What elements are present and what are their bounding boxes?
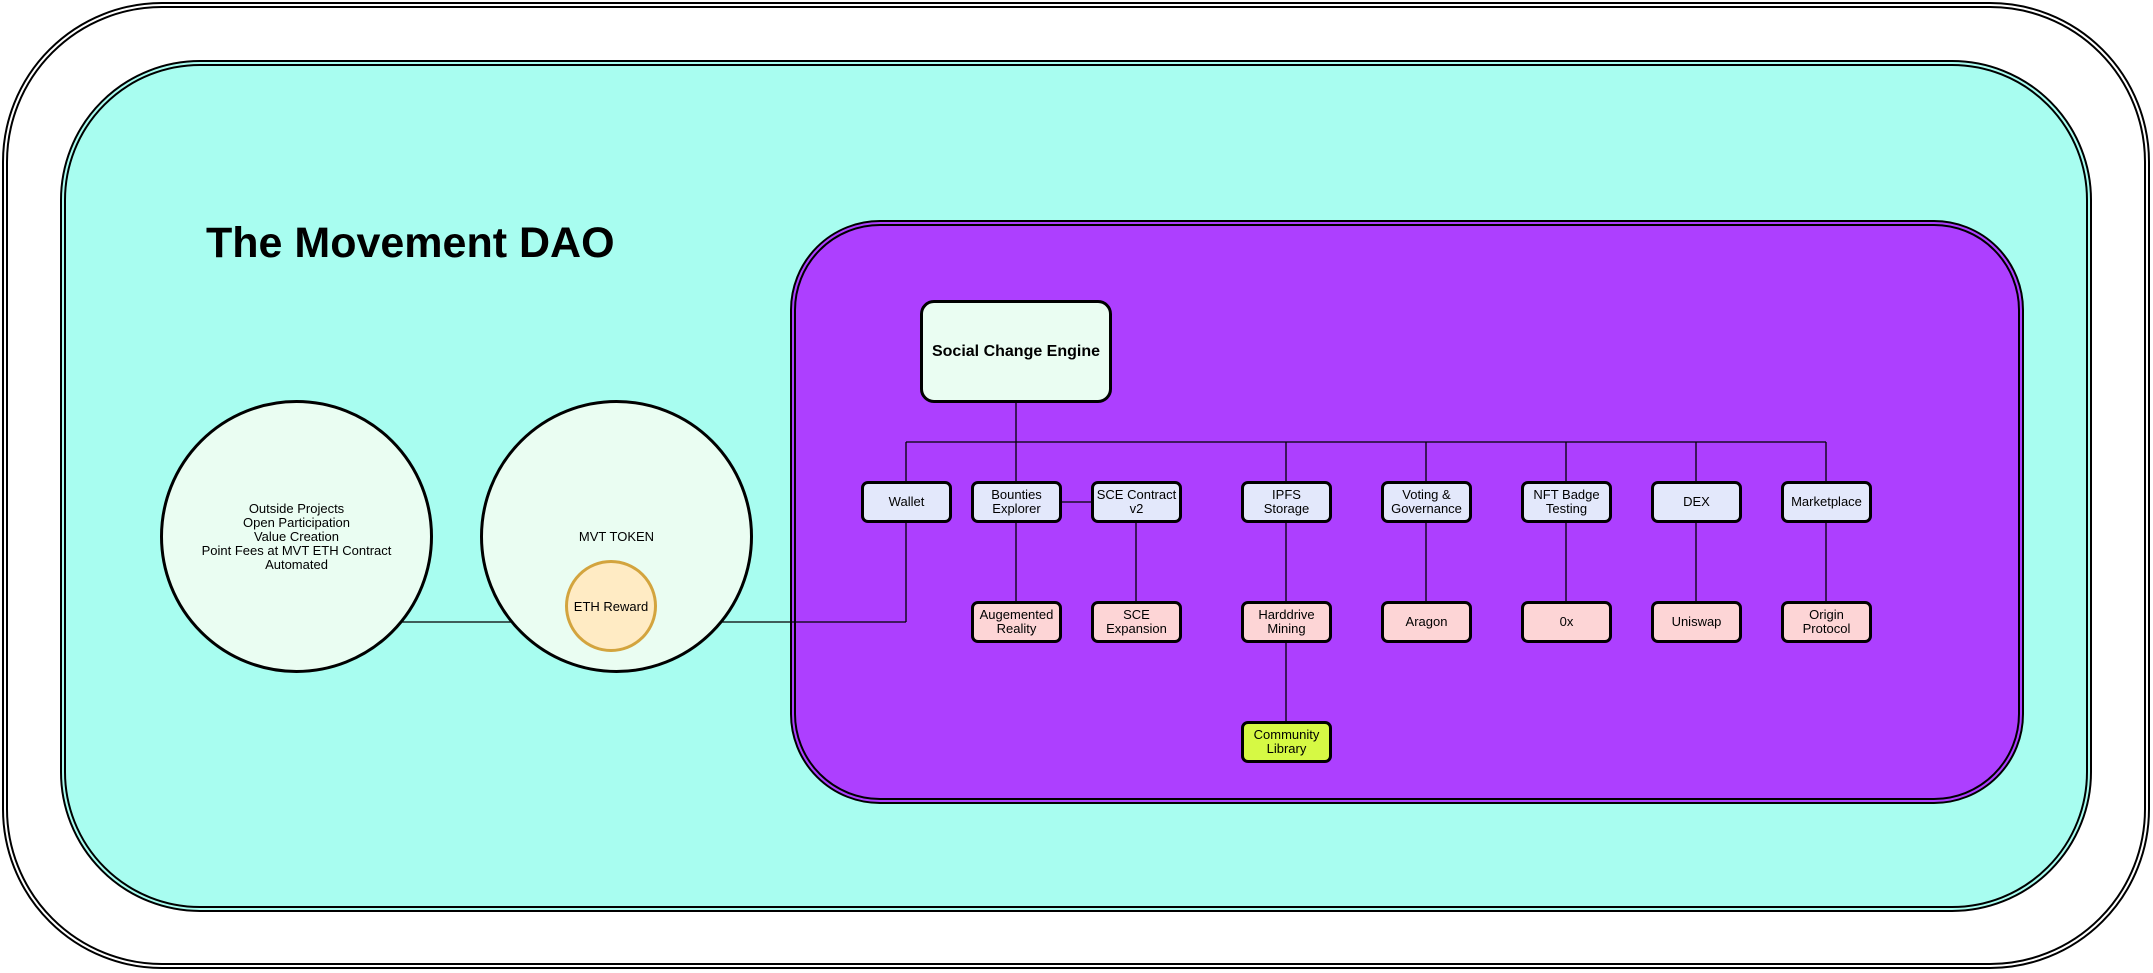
- zerox-box: 0x: [1521, 601, 1612, 643]
- community-library-box: Community Library: [1241, 721, 1332, 763]
- wallet-box: Wallet: [861, 481, 952, 523]
- augmented-reality-box: Augemented Reality: [971, 601, 1062, 643]
- diagram-title: The Movement DAO: [206, 219, 615, 267]
- sce-contract-v2-box: SCE Contract v2: [1091, 481, 1182, 523]
- harddrive-mining-box: Harddrive Mining: [1241, 601, 1332, 643]
- social-change-engine-box: Social Change Engine: [920, 300, 1112, 403]
- voting-governance-box: Voting & Governance: [1381, 481, 1472, 523]
- aragon-box: Aragon: [1381, 601, 1472, 643]
- sce-expansion-box: SCE Expansion: [1091, 601, 1182, 643]
- dex-box: DEX: [1651, 481, 1742, 523]
- outside-projects-text: Outside Projects Open Participation Valu…: [201, 500, 392, 572]
- nft-badge-testing-box: NFT Badge Testing: [1521, 481, 1612, 523]
- marketplace-box: Marketplace: [1781, 481, 1872, 523]
- eth-reward-circle: ETH Reward: [565, 560, 657, 652]
- outside-projects-circle: Outside Projects Open Participation Valu…: [160, 400, 433, 673]
- origin-protocol-box: Origin Protocol: [1781, 601, 1872, 643]
- mvt-token-label: MVT TOKEN: [578, 529, 655, 544]
- bounties-explorer-box: Bounties Explorer: [971, 481, 1062, 523]
- uniswap-box: Uniswap: [1651, 601, 1742, 643]
- ipfs-storage-box: IPFS Storage: [1241, 481, 1332, 523]
